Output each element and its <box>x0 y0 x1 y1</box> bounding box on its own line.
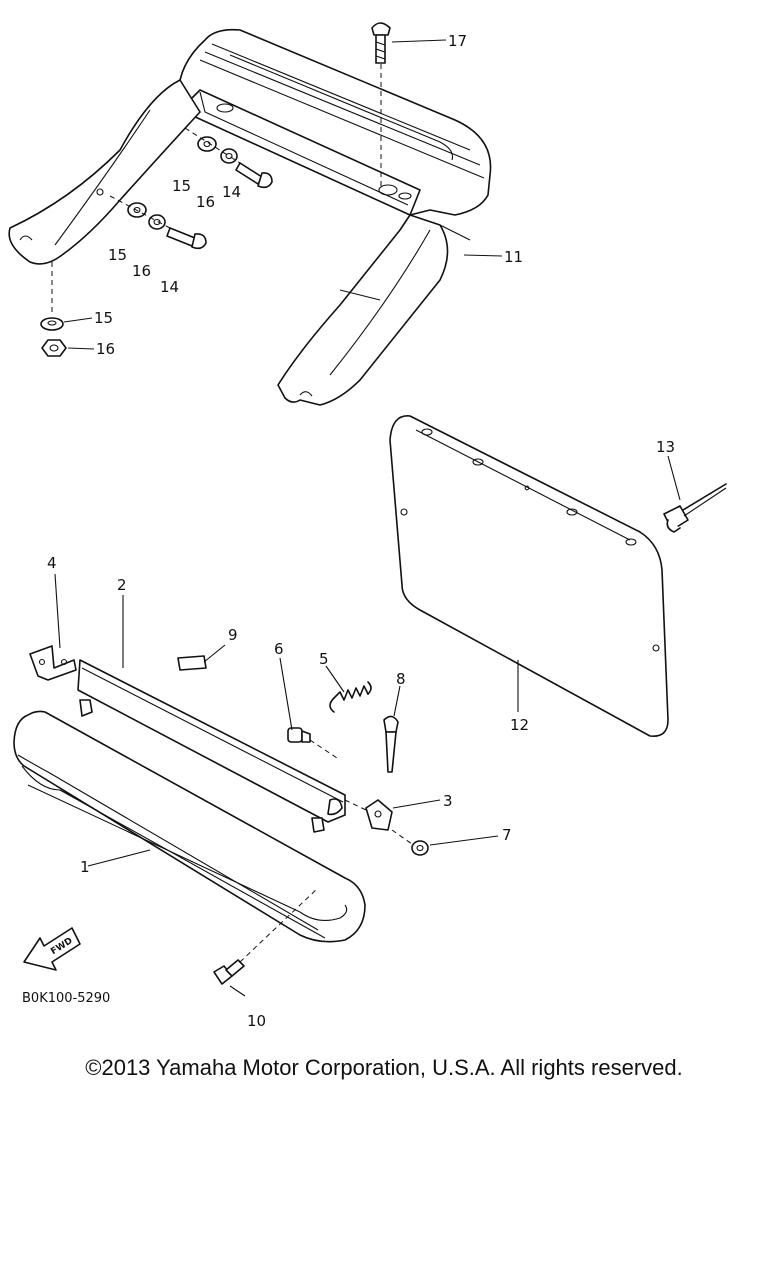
part-12-flap <box>389 415 669 737</box>
callout-15-upper: 15 <box>172 177 191 195</box>
callout-7: 7 <box>502 826 512 844</box>
callout-15-lower: 15 <box>94 309 113 327</box>
callout-6: 6 <box>274 640 284 658</box>
callout-2: 2 <box>117 576 127 594</box>
drawing-code: B0K100-5290 <box>22 991 110 1006</box>
part-13-rivet <box>663 455 727 533</box>
callout-8: 8 <box>396 670 406 688</box>
part-7-nut <box>391 829 499 856</box>
callout-17: 17 <box>448 32 467 50</box>
callout-9: 9 <box>228 626 238 644</box>
callout-14-upper: 14 <box>222 183 241 201</box>
part-8-pin <box>383 685 401 773</box>
part-5-spring <box>325 665 372 713</box>
part-1-bumper <box>13 710 366 943</box>
part-4-bracket <box>29 573 77 681</box>
fwd-arrow-icon: FWD <box>23 927 81 971</box>
callout-5: 5 <box>319 650 329 668</box>
part-3-bracket <box>344 799 441 831</box>
part-6-collar <box>279 657 341 761</box>
part-9-pad <box>177 644 226 671</box>
callout-10: 10 <box>247 1012 266 1030</box>
callout-15-mid: 15 <box>108 246 127 264</box>
part-10-screw <box>213 887 319 997</box>
callout-1: 1 <box>80 858 90 876</box>
part-2-plate <box>77 595 346 833</box>
parts-diagram: FWD 17 15 16 14 15 16 14 11 15 16 13 4 2… <box>8 22 727 1030</box>
callout-11: 11 <box>504 248 523 266</box>
callout-4: 4 <box>47 554 57 572</box>
callout-labels: 17 15 16 14 15 16 14 11 15 16 13 4 2 9 6… <box>22 32 675 1030</box>
copyright-notice: ©2013 Yamaha Motor Corporation, U.S.A. A… <box>85 1055 683 1080</box>
grab-bar-hardware <box>40 22 503 357</box>
callout-16-lower: 16 <box>96 340 115 358</box>
part-11-grab-bar <box>8 28 492 406</box>
callout-12: 12 <box>510 716 529 734</box>
callout-16-mid: 16 <box>132 262 151 280</box>
callout-14-mid: 14 <box>160 278 179 296</box>
callout-16-upper: 16 <box>196 193 215 211</box>
callout-3: 3 <box>443 792 453 810</box>
callout-13: 13 <box>656 438 675 456</box>
